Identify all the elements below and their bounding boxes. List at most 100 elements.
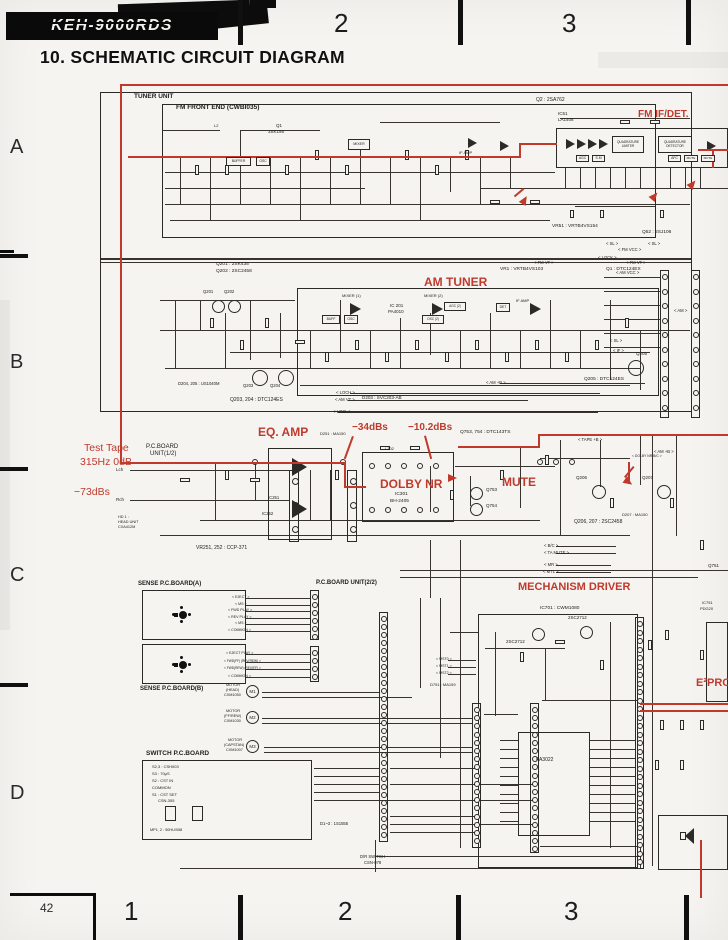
connector-pin: [311, 658, 318, 664]
signal-label: < DOLBY NR B/C >: [632, 454, 662, 458]
function-block: OSC: [344, 315, 358, 324]
grid-ref-letter: A: [10, 136, 24, 158]
wire-v: [640, 168, 641, 188]
wire-v: [375, 840, 376, 872]
red-trace: [519, 143, 521, 158]
component-symbol: [250, 478, 260, 482]
logo-slit-decoration: [10, 22, 214, 24]
red-trace: [640, 710, 728, 712]
connector-pin: [636, 680, 643, 687]
part-label: CSN-078: [364, 860, 382, 865]
wire-v: [560, 440, 561, 535]
wire-h: [485, 648, 565, 649]
schematic-box: [192, 806, 203, 821]
wire-h: [590, 767, 635, 768]
connector-pin: [292, 526, 299, 533]
motor-symbol: M1: [246, 685, 259, 698]
red-annotation: EQ. AMP: [258, 425, 309, 439]
connector-pin: [380, 752, 387, 758]
transistor-ring: [278, 370, 294, 386]
part-label: Q753: [486, 487, 498, 492]
component-symbol: [355, 340, 359, 350]
connector-pin: [380, 656, 387, 662]
sense-dot: [180, 606, 183, 609]
part-label: TUNER UNIT: [134, 93, 174, 100]
junction-ring: [433, 507, 439, 513]
red-trace: [458, 446, 540, 448]
grid-tick-dash: [0, 467, 28, 471]
signal-label: < EJECT >: [232, 595, 250, 599]
wire-h: [375, 856, 640, 857]
signal-label: < MR >: [544, 562, 558, 567]
junction-ring: [385, 507, 391, 513]
connector-pin: [636, 859, 643, 865]
wire-v: [225, 313, 226, 368]
wire-h: [390, 816, 475, 817]
connector-pin: [636, 740, 643, 746]
connector-pin: [692, 390, 699, 396]
connector-pin: [636, 748, 643, 755]
wire-v: [400, 318, 401, 368]
wire-h: [590, 803, 635, 804]
red-annotation: FM IF/DET.: [638, 109, 689, 120]
component-symbol: [650, 120, 660, 124]
signal-label: < FM VT >: [626, 260, 646, 265]
part-label: IC751: [702, 600, 713, 605]
wire-h: [390, 784, 533, 785]
connector-pin: [380, 688, 387, 694]
wire-h: [500, 794, 518, 795]
component-symbol: [445, 352, 449, 362]
part-label: Q203: [243, 383, 254, 388]
wire-h: [556, 546, 616, 547]
signal-label: < TAPE +B >: [578, 437, 603, 442]
wire-h: [500, 776, 518, 777]
part-label: P.C.BOARD: [146, 444, 179, 450]
part-label: VR51 : VRTB4VS154: [552, 224, 598, 229]
connector-pin: [473, 715, 480, 722]
connector-pin: [473, 731, 480, 738]
part-label: FM FRONT END (CWBI035): [176, 104, 260, 111]
part-label: D207 : MA150: [622, 512, 648, 517]
component-symbol: [475, 340, 479, 350]
connector-pin: [661, 303, 668, 309]
signal-label: < LOCH >: [336, 390, 355, 395]
connector-pin: [473, 797, 480, 804]
component-symbol: [380, 446, 390, 450]
part-label: S2 : CST IN: [152, 778, 174, 783]
wire-h: [604, 347, 660, 348]
wire-v: [490, 313, 491, 368]
connector-pin: [380, 696, 387, 702]
component-symbol: [415, 340, 419, 350]
grid-ref-number: 2: [334, 8, 349, 38]
grid-tick-bar: [458, 0, 463, 45]
connector-pin: [661, 361, 668, 367]
sense-bar: [174, 613, 178, 617]
connector-pin: [531, 846, 538, 853]
connector-pin: [636, 850, 643, 857]
wire-h: [484, 714, 518, 715]
schematic-box: [472, 703, 481, 848]
wire-v: [215, 462, 216, 520]
part-label: PA4010: [388, 309, 404, 314]
wire-v: [640, 436, 641, 485]
wire-h: [262, 692, 380, 693]
wire-h: [246, 669, 310, 670]
signal-label: < B/C >: [544, 543, 559, 548]
wire-h: [380, 122, 500, 123]
part-label: HD 1 :: [118, 515, 129, 519]
wire-h: [338, 412, 598, 413]
sense-dot: [188, 663, 191, 666]
signal-label: < FWD(FF) (REV(REW) >: [224, 659, 261, 663]
connector-pin: [311, 618, 318, 624]
wire-h: [246, 618, 310, 619]
wire-v: [210, 157, 211, 220]
amp-triangle: [292, 458, 307, 476]
transistor-ring: [657, 485, 671, 499]
wire-h: [246, 624, 310, 625]
component-symbol: [600, 660, 604, 670]
wire-h: [314, 776, 380, 777]
wire-v: [640, 846, 641, 868]
connector-pin: [531, 715, 538, 722]
red-trace: [700, 840, 702, 898]
part-label: Lch: [116, 467, 124, 472]
